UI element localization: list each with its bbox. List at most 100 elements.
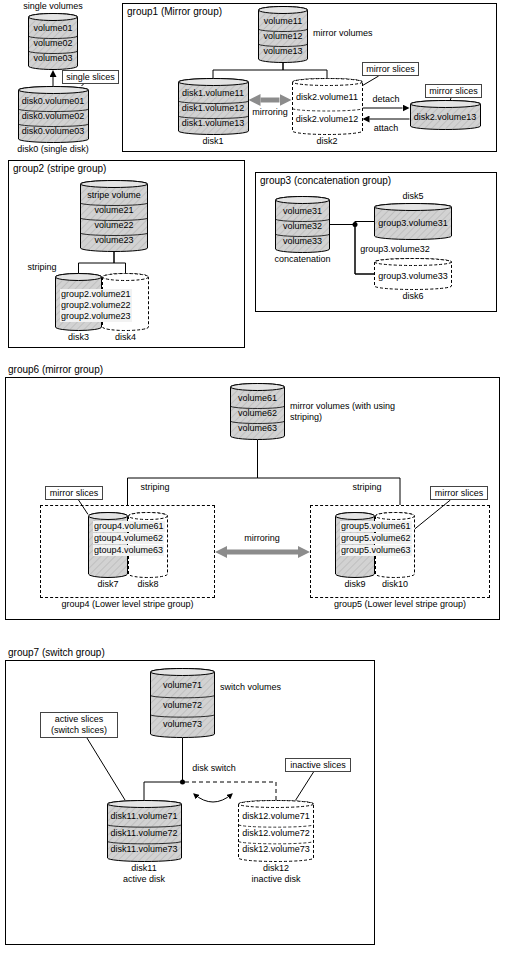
connector (87, 738, 125, 800)
node-text: mirror slices (435, 488, 484, 499)
cylinder-body (103, 274, 149, 331)
callout-box: active slices (switch slices) (40, 712, 118, 738)
group-box: group6 (mirror group)volume61volume62vol… (5, 377, 500, 620)
connector (128, 440, 258, 505)
volume-cylinder: single volumesvolume01volume02volume03 (28, 13, 78, 70)
volume-cylinder: disk1.volume11disk1.volume12disk1.volume… (178, 78, 249, 135)
group-box: group1 (Mirror group)volume11volume12vol… (122, 3, 497, 152)
connector (283, 63, 327, 78)
node-text: volume23 (94, 235, 133, 246)
cylinder-body (129, 513, 168, 578)
cylinder-top (259, 7, 308, 14)
free-label: striping (27, 262, 56, 273)
slice-divider (151, 715, 215, 718)
volume-cylinder: disk12.volume71disk12.volume72disk12.vol… (238, 800, 314, 862)
free-label: disk switch (192, 763, 236, 774)
callout-box: inactive slices (285, 758, 351, 772)
node-text: disk0.volume02 (22, 111, 85, 122)
group-box: group7 (switch group)volume71volume72vol… (5, 660, 375, 945)
slice-divider (107, 841, 181, 844)
cylinder-body (239, 801, 314, 862)
free-label: striping (140, 482, 169, 493)
group-box: group5.volume61group5.volume62group5.vol… (310, 505, 490, 598)
node-text: volume02 (33, 38, 72, 49)
node-text: active slices (switch slices) (44, 714, 114, 736)
node-text: gtoup4.volume63 (93, 545, 164, 556)
node-text: disk2.volume12 (296, 114, 359, 125)
node-text: disk3 (68, 332, 89, 343)
node-text: switch volumes (220, 682, 310, 693)
node-text: mirror slices (50, 488, 99, 499)
node-text: single slices (66, 72, 115, 83)
cylinder-top (89, 513, 128, 520)
node-text: volume61 (238, 393, 277, 404)
node-text: single volumes (23, 1, 83, 12)
node-text: group4.volume61 (93, 521, 165, 532)
callout-box: mirror slices (45, 486, 103, 500)
cylinder-top (81, 181, 148, 188)
node-text: disk1.volume13 (182, 118, 245, 129)
slice-divider (292, 109, 362, 112)
connector (261, 98, 280, 103)
cylinder-body (259, 7, 308, 63)
cylinder-body (375, 204, 452, 240)
node-text: group4 (Lower level stripe group) (61, 599, 193, 610)
node-text: gtoup4.volume62 (93, 533, 164, 544)
cylinder-body (231, 384, 285, 440)
cylinder-body (375, 259, 452, 290)
slice-divider (239, 841, 314, 844)
node-text: disk7 (97, 579, 118, 590)
volume-cylinder: disk5group3.volume31 (374, 203, 452, 240)
cylinder-top (375, 259, 452, 266)
node-text: volume11 (264, 16, 302, 27)
cylinder-body (336, 513, 375, 578)
node-text: group5.volume61 (340, 521, 412, 532)
cylinder-body (410, 101, 480, 130)
connector (296, 772, 314, 800)
node-text: disk1.volume11 (182, 88, 244, 99)
node-text: volume63 (238, 423, 277, 434)
node-text: volume72 (163, 700, 202, 711)
node-text: volume13 (263, 46, 302, 57)
node-text: disk4 (115, 332, 136, 343)
node-text: group2.volume23 (60, 311, 132, 322)
edge-label: group3.volume32 (359, 244, 431, 255)
node-text: volume31 (283, 206, 322, 217)
node-text: disk10 (382, 579, 408, 590)
connector (363, 108, 403, 109)
node-text: inactive slices (290, 760, 346, 771)
node-text: group2.volume21 (60, 289, 132, 300)
cylinder-shape (292, 78, 363, 135)
node-text: volume12 (263, 31, 302, 42)
cylinder-top (410, 101, 480, 108)
connector (363, 76, 379, 86)
connector (82, 84, 84, 86)
cylinder-top (129, 513, 168, 520)
group-box: group2 (stripe group)group2.volume21grou… (8, 160, 245, 348)
connector (258, 440, 401, 505)
node-text: mirror volumes (313, 28, 373, 39)
node-text: group2.volume22 (60, 300, 132, 311)
node-text: disk5 (402, 191, 423, 202)
cylinder-top (107, 801, 181, 808)
connector (53, 77, 54, 86)
node-text: disk8 (137, 579, 158, 590)
slice-divider (239, 825, 314, 828)
node-text: group2 (stripe group) (13, 163, 106, 175)
node-text: mirror volumes (with using striping) (290, 401, 400, 423)
connector (79, 500, 88, 514)
cylinder-top (151, 669, 215, 676)
slice-divider (107, 825, 181, 828)
node-text: mirror slices (366, 64, 415, 75)
connector (450, 98, 452, 100)
cylinder-body (292, 79, 362, 135)
connector (114, 252, 126, 273)
node-text: volume71 (163, 680, 202, 691)
edge-label: mirroring (251, 107, 289, 118)
callout-box: single slices (62, 70, 119, 84)
callout-box: mirror slices (425, 84, 482, 98)
cylinder-body (56, 274, 102, 331)
node-text: group5 (Lower level stripe group) (334, 599, 466, 610)
node-text: disk2.volume11 (296, 92, 358, 103)
volume-cylinder: group3.volume33disk6 (374, 258, 452, 290)
